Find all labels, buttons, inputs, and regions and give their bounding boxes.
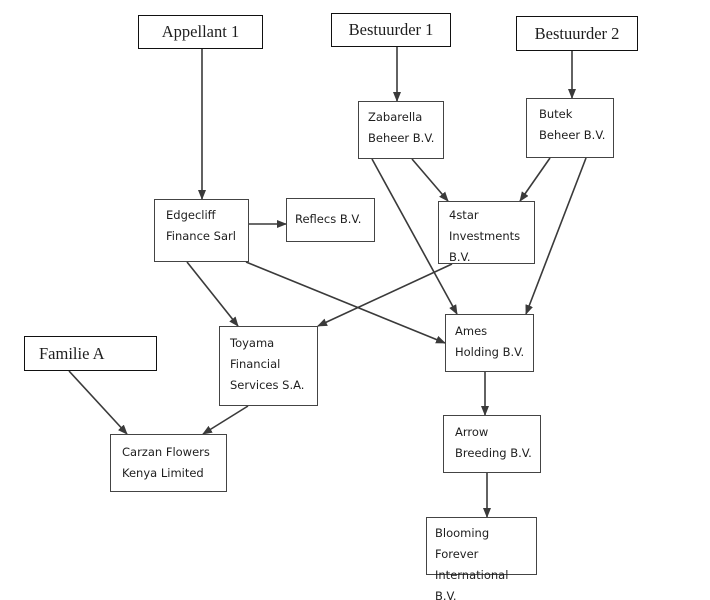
edge-familie-a-to-carzan [68,370,128,435]
bestuurder-1-label: Bestuurder 1 [348,20,434,39]
edge-fourstar-to-toyama [317,263,453,327]
edge-butek-to-ames [525,157,587,315]
edgecliff-finance-node: Edgecliff Finance Sarl [154,199,249,262]
carzan-flowers-node: Carzan Flowers Kenya Limited [110,434,227,492]
familie-a-label: Familie A [39,343,105,363]
appellant-1-node: Appellant 1 [138,15,263,49]
edge-zabarella-to-fourstar [411,158,449,202]
toyama-financial-node: Toyama Financial Services S.A. [219,326,318,406]
ames-holding-node: Ames Holding B.V. [445,314,534,372]
edge-edgecliff-to-toyama [186,261,239,327]
edge-butek-to-fourstar [519,157,551,202]
bestuurder-2-node: Bestuurder 2 [516,16,638,51]
bestuurder-1-node: Bestuurder 1 [331,13,451,47]
blooming-forever-node: Blooming Forever International B.V. [426,517,537,600]
butek-beheer-node: Butek Beheer B.V. [526,98,614,158]
4star-investments-node: 4star Investments B.V. [438,201,535,264]
edge-toyama-to-carzan [202,405,249,435]
reflecs-node: Reflecs B.V. [286,198,375,242]
appellant-1-label: Appellant 1 [161,22,240,41]
familie-a-node: Familie A [24,336,157,371]
arrow-breeding-node: Arrow Breeding B.V. [443,415,541,473]
zabarella-beheer-node: Zabarella Beheer B.V. [358,101,444,159]
bestuurder-2-label: Bestuurder 2 [534,23,620,43]
